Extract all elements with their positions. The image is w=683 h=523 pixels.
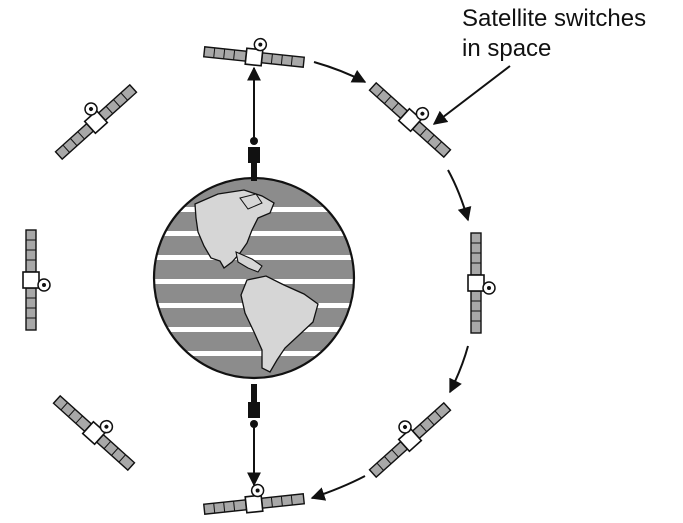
satellite-icon — [467, 232, 496, 334]
satellite-switches-label: Satellite switches in space — [462, 4, 680, 64]
switching-path — [310, 61, 472, 501]
north-america — [194, 189, 275, 269]
satellite-icon — [50, 384, 145, 474]
callout-line-2: in space — [462, 35, 552, 62]
latitude-bands — [154, 189, 354, 373]
satellite-icon — [45, 73, 140, 163]
south-america — [240, 275, 319, 373]
person-icon — [248, 137, 260, 181]
callout-leader — [432, 65, 511, 125]
earth-globe — [152, 176, 356, 380]
satellite-icon — [201, 479, 306, 518]
person-icon — [248, 384, 260, 428]
callout-line-1: Satellite switches — [462, 5, 647, 32]
satellite-icon — [202, 32, 307, 71]
satellite-icon — [22, 229, 51, 331]
satellite-icon — [359, 391, 454, 481]
